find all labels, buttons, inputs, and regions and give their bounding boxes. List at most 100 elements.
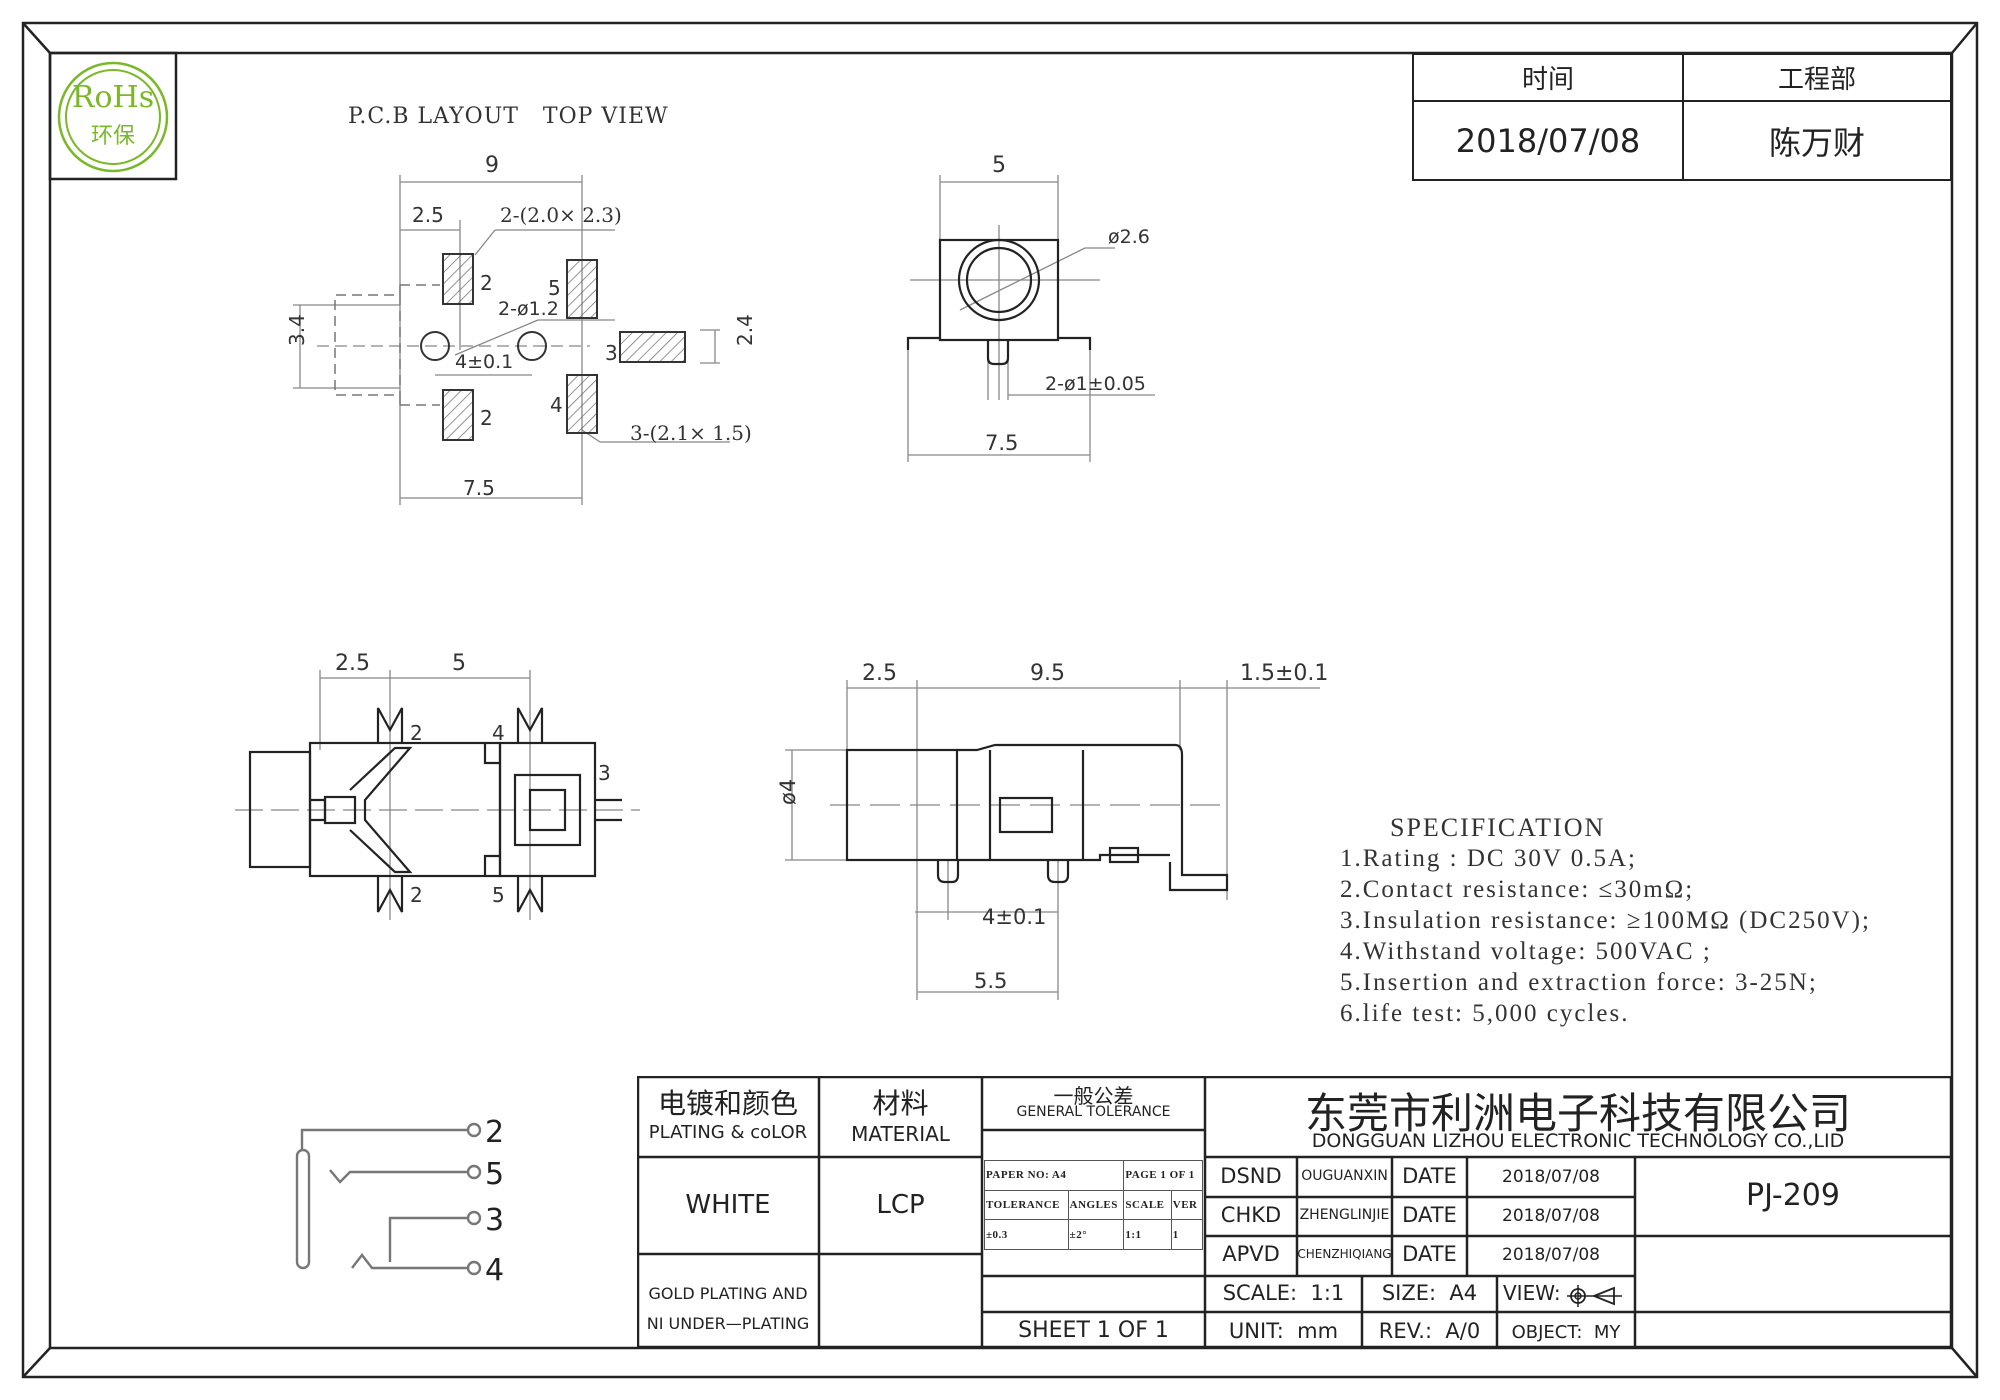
company-name-en: DONGGUAN LIZHOU ELECTRONIC TECHNOLOGY CO…	[1311, 1130, 1845, 1152]
title-block-grid	[637, 1076, 1952, 1348]
material-header-cn: 材料	[872, 1087, 929, 1120]
part-number: PJ-209	[1746, 1178, 1840, 1213]
rohs-subtext: 环保	[90, 124, 135, 149]
tol-header: SCALE	[1123, 1189, 1172, 1221]
object-label: OBJECT: MY	[1511, 1322, 1621, 1343]
tol-header: VER	[1170, 1189, 1204, 1221]
role-apvd: APVD	[1222, 1242, 1280, 1266]
dim-base: 7.5	[985, 431, 1018, 455]
date-label: DATE	[1402, 1242, 1457, 1266]
dim-post-offset: 5.5	[974, 969, 1007, 993]
material-header-en: MATERIAL	[851, 1122, 950, 1146]
spec-item: 4.Withstand voltage: 500VAC ;	[1340, 938, 1712, 965]
pin-label: 5	[548, 276, 561, 300]
tol-value: ±0.3	[984, 1219, 1069, 1250]
projection-symbol-icon	[1566, 1284, 1622, 1307]
tolerance-header-cn: 一般公差	[1053, 1084, 1134, 1108]
scale-label: SCALE: 1:1	[1222, 1281, 1345, 1305]
dim-holes: 2-ø1.2	[498, 298, 559, 320]
schematic-pin: 5	[485, 1157, 504, 1192]
spec-item: 1.Rating : DC 30V 0.5A;	[1340, 845, 1637, 872]
role-dsnd: DSND	[1220, 1164, 1282, 1188]
dim-2-5: 2.5	[412, 203, 444, 227]
tol-header: TOLERANCE	[984, 1189, 1069, 1221]
dim-pad-large: 2-(2.0× 2.3)	[500, 203, 622, 227]
material-value: LCP	[876, 1190, 925, 1220]
spec-item: 2.Contact resistance: ≤30mΩ;	[1340, 876, 1695, 903]
dim-7-5: 7.5	[463, 476, 495, 500]
tol-header: ANGLES	[1067, 1189, 1125, 1221]
dim-9: 9	[485, 153, 499, 178]
name-dsnd: OUGUANXIN	[1301, 1168, 1388, 1184]
date-dsnd: 2018/07/08	[1502, 1167, 1600, 1187]
size-label: SIZE: A4	[1381, 1281, 1478, 1305]
dim-top-left: 2.5	[335, 651, 370, 676]
schematic-pin: 4	[485, 1253, 504, 1288]
approval-header-dept: 工程部	[1682, 53, 1952, 102]
rohs-text: RoHs	[71, 80, 155, 115]
schematic-pin: 2	[485, 1115, 504, 1150]
date-label: DATE	[1402, 1164, 1457, 1188]
pin-label: 3	[605, 341, 618, 365]
dim-dia: ø4	[776, 779, 800, 805]
company-name-cn: 东莞市利洲电子科技有限公司	[1304, 1089, 1851, 1138]
unit-label: UNIT: mm	[1228, 1319, 1339, 1343]
top-view-drawing: 2.5 5 2 4 3 2 5	[235, 651, 640, 920]
plating-value-1: GOLD PLATING AND	[648, 1284, 808, 1303]
approval-box: 时间 工程部 2018/07/08 陈万财	[1412, 53, 1952, 181]
approval-name: 陈万财	[1682, 100, 1952, 181]
tolerance-header-en: GENERAL TOLERANCE	[1016, 1104, 1171, 1120]
pin-label: 4	[492, 721, 505, 745]
schematic-pin: 3	[485, 1203, 504, 1238]
schematic-drawing: 2 5 3 4	[295, 1115, 504, 1288]
specification: SPECIFICATION 1.Rating : DC 30V 0.5A; 2.…	[1340, 812, 1871, 1029]
color-value: WHITE	[685, 1190, 771, 1220]
name-chkd: ZHENGLINJIE	[1299, 1207, 1390, 1223]
rev-label: REV.: A/0	[1378, 1319, 1481, 1343]
role-chkd: CHKD	[1220, 1203, 1282, 1227]
name-apvd: CHENZHIQIANG	[1297, 1247, 1392, 1261]
rohs-badge-icon	[57, 61, 169, 173]
pcb-layout-drawing: 9 2.5 2-(2.0× 2.3) 2-ø1.2 4±0.1 3.4 2.4 …	[285, 153, 757, 505]
side-view-drawing: 2.5 9.5 1.5±0.1 ø4 4±0.1 5.5	[776, 661, 1328, 1000]
plating-header-en: PLATING & coLOR	[648, 1122, 808, 1143]
pin-label: 2	[410, 883, 423, 907]
dim-body: 9.5	[1030, 661, 1065, 686]
date-label: DATE	[1402, 1203, 1457, 1227]
date-chkd: 2018/07/08	[1502, 1206, 1600, 1226]
pcb-layout-title: P.C.B LAYOUT TOP VIEW	[348, 104, 669, 129]
tol-value: ±2°	[1067, 1219, 1125, 1250]
spec-item: 6.life test: 5,000 cycles.	[1340, 1000, 1630, 1027]
date-apvd: 2018/07/08	[1502, 1245, 1600, 1265]
rohs-logo: RoHs 环保	[56, 60, 170, 174]
title-block: 电镀和颜色 PLATING & coLOR 材料 MATERIAL 一般公差 G…	[637, 1076, 1952, 1348]
dim-front: 2.5	[862, 661, 897, 686]
dim-posts: 2-ø1±0.05	[1045, 373, 1146, 395]
dim-hole-pitch: 4±0.1	[455, 351, 513, 373]
pin-label: 2	[410, 721, 423, 745]
spec-item: 3.Insulation resistance: ≥100MΩ (DC250V)…	[1340, 907, 1871, 934]
dim-post-pitch: 4±0.1	[982, 905, 1046, 929]
dim-pad-small: 3-(2.1× 1.5)	[630, 421, 752, 445]
sheet-label: SHEET 1 OF 1	[1018, 1318, 1169, 1343]
spec-title: SPECIFICATION	[1390, 813, 1606, 842]
dim-tail: 1.5±0.1	[1240, 661, 1328, 686]
pin-label: 2	[480, 271, 493, 295]
dim-3-4: 3.4	[285, 314, 309, 346]
dim-top-span: 5	[452, 651, 466, 676]
tol-value: 1:1	[1123, 1219, 1172, 1250]
approval-header-time: 时间	[1412, 53, 1684, 102]
plating-value-2: NI UNDER—PLATING	[646, 1314, 810, 1333]
spec-item: 5.Insertion and extraction force: 3-25N;	[1340, 969, 1818, 996]
tol-value: 1	[1170, 1219, 1204, 1250]
dim-bore: ø2.6	[1108, 226, 1150, 248]
page-count: PAGE 1 OF 1	[1123, 1160, 1203, 1191]
view-label: VIEW:	[1503, 1281, 1561, 1305]
view-cell: VIEW:	[1503, 1281, 1633, 1309]
plating-header-cn: 电镀和颜色	[657, 1087, 798, 1120]
front-view-drawing: 5 ø2.6 2-ø1±0.05 7.5	[906, 153, 1155, 462]
tolerance-table: PAPER NO: A4 PAGE 1 OF 1 TOLERANCE ANGLE…	[983, 1160, 1204, 1250]
pin-label: 4	[550, 393, 563, 417]
dim-2-4: 2.4	[733, 314, 757, 346]
